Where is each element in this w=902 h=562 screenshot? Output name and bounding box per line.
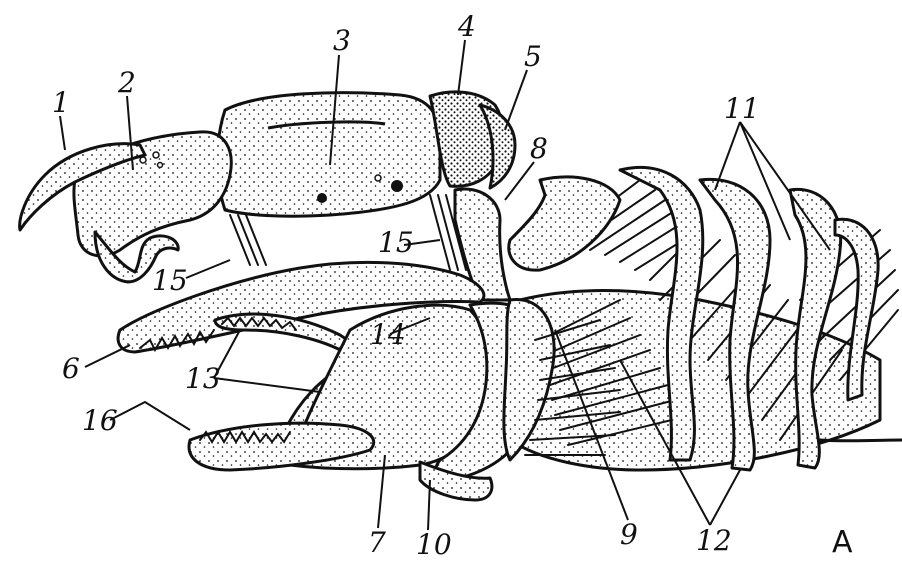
label-14: 14 <box>370 318 406 351</box>
label-12: 12 <box>696 524 732 557</box>
label-15-right: 15 <box>378 226 414 259</box>
label-6: 6 <box>62 352 80 385</box>
label-5: 5 <box>524 40 542 73</box>
label-16: 16 <box>82 404 118 437</box>
label-1: 1 <box>52 86 70 119</box>
label-15-left: 15 <box>152 264 188 297</box>
label-11: 11 <box>724 92 760 125</box>
gill-arches <box>509 167 902 470</box>
label-13: 13 <box>185 362 221 395</box>
label-3: 3 <box>333 24 351 57</box>
label-10: 10 <box>416 528 452 561</box>
label-8: 8 <box>530 132 548 165</box>
label-9: 9 <box>620 518 638 551</box>
label-7: 7 <box>368 526 386 559</box>
panel-letter: A <box>832 525 853 560</box>
label-4: 4 <box>457 10 476 43</box>
label-2: 2 <box>117 66 136 99</box>
